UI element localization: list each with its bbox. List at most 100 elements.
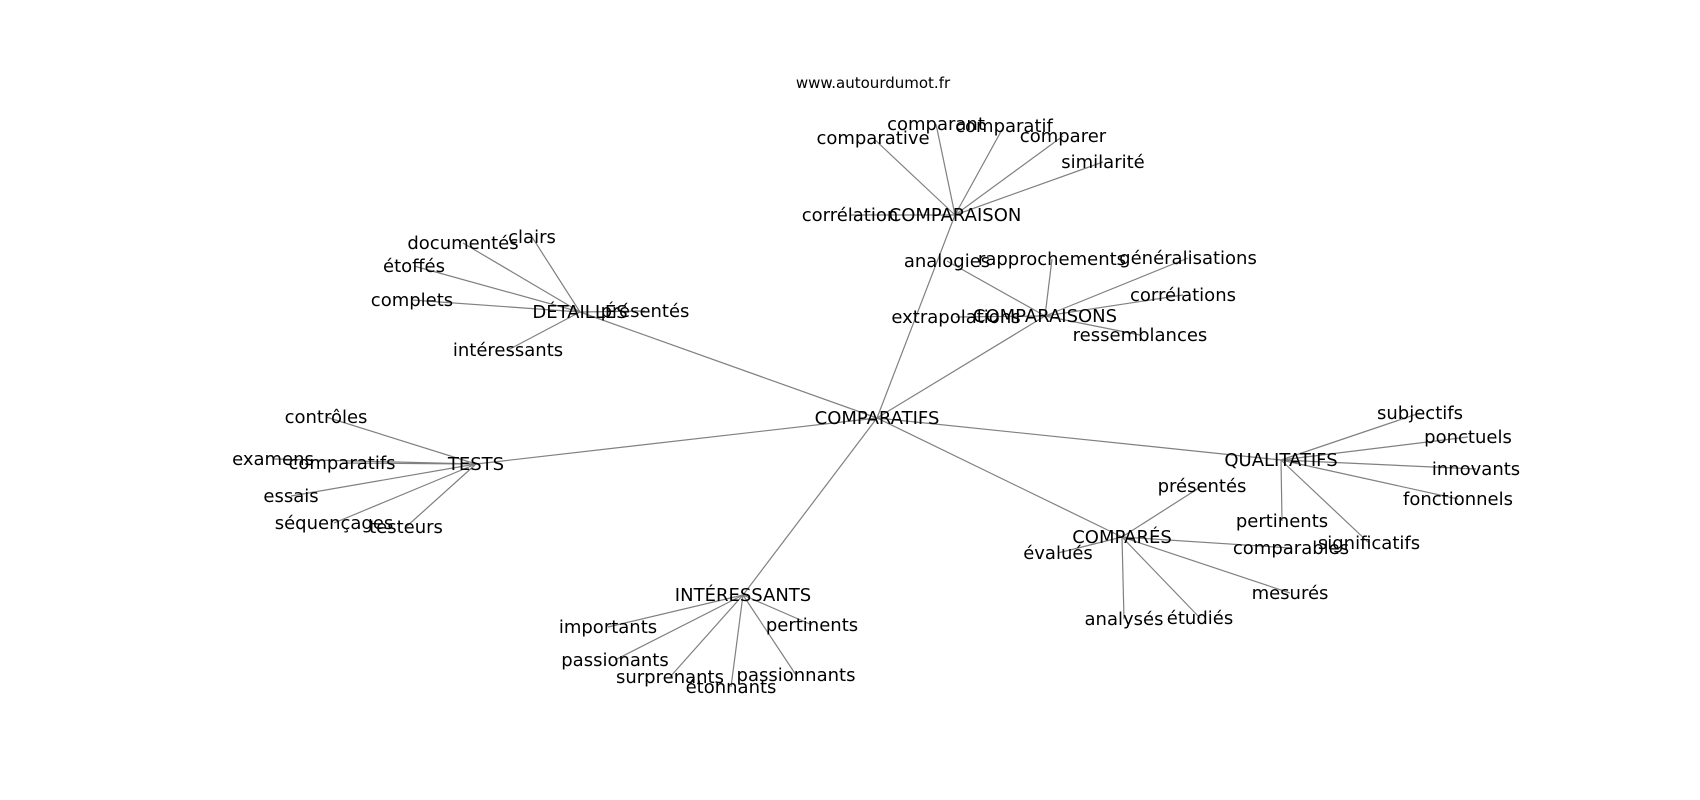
hub-node-details: DÉTAILLÉS: [532, 301, 627, 323]
word-node-fonctionnels: fonctionnels: [1403, 489, 1513, 510]
word-node-correlation: corrélation: [802, 205, 899, 226]
edge-interessants-pertinents_i: [742, 594, 813, 626]
edge-interessants-importants: [607, 594, 744, 628]
word-node-interessants_d: intéressants: [453, 340, 563, 361]
word-node-comparables: comparables: [1233, 538, 1349, 559]
word-node-etonnants: étonnants: [686, 677, 777, 698]
edge-compares-presentes_c: [1121, 485, 1203, 538]
word-node-testeurs: testeurs: [369, 517, 443, 538]
word-node-rapprochements: rapprochements: [978, 249, 1126, 270]
hub-node-comparaisons: COMPARAISONS: [973, 306, 1117, 327]
word-node-controles: contrôles: [285, 407, 368, 428]
edge-comparatifs-comparaison: [876, 214, 956, 419]
edge-compares-evalues: [1057, 536, 1123, 554]
edge-qualitatifs-subjectifs: [1280, 412, 1421, 461]
hub-node-interessants: INTÉRESSANTS: [675, 584, 811, 606]
word-node-passionnants: passionnants: [737, 665, 856, 686]
edge-tests-testeurs: [405, 463, 477, 528]
word-node-analogies: analogies: [904, 251, 990, 272]
edge-tests-controles: [325, 416, 477, 465]
word-node-ponctuels: ponctuels: [1424, 427, 1512, 448]
word-node-analyses: analysés: [1085, 609, 1164, 630]
edge-comparatifs-compares: [876, 417, 1123, 538]
word-node-similarite: similarité: [1061, 152, 1144, 173]
edge-compares-analyses: [1121, 536, 1125, 620]
word-node-complets: complets: [371, 290, 453, 311]
hub-node-comparatifs: COMPARATIFS: [815, 408, 940, 429]
edge-details-interessants_d: [507, 311, 581, 351]
hub-node-tests: TESTS: [447, 454, 504, 475]
edge-comparaison-comparative: [872, 137, 956, 216]
word-node-sequencages: séquençages: [275, 513, 394, 534]
word-node-subjectifs: subjectifs: [1377, 403, 1463, 424]
hub-node-comparaison: COMPARAISON: [889, 205, 1022, 226]
edge-comparaisons-rapprochements: [1044, 258, 1053, 317]
word-node-ressemblances: ressemblances: [1073, 325, 1208, 346]
word-node-mesures: mesurés: [1252, 583, 1329, 604]
word-node-comparative: comparative: [816, 128, 929, 149]
edge-comparatifs-details: [579, 311, 878, 419]
word-node-importants: importants: [559, 617, 657, 638]
edge-details-complets: [411, 299, 581, 313]
edge-qualitatifs-ponctuels: [1280, 436, 1469, 461]
edge-qualitatifs-significatifs: [1280, 459, 1370, 544]
edge-comparaison-comparatif: [954, 125, 1005, 216]
edge-comparaisons-extrapolations: [955, 315, 1046, 318]
word-node-comparer: comparer: [1020, 126, 1107, 147]
word-node-documentes: documentés: [407, 233, 518, 254]
edge-comparatifs-interessants: [742, 417, 878, 596]
hub-node-qualitatifs: QUALITATIFS: [1224, 450, 1337, 471]
hub-node-compares: COMPARÉS: [1072, 526, 1172, 548]
word-node-comparant: comparant: [887, 114, 985, 135]
edge-interessants-passionnants: [742, 594, 797, 676]
word-node-essais: essais: [263, 486, 318, 507]
edge-qualitatifs-fonctionnels: [1280, 459, 1459, 500]
edge-qualitatifs-pertinents_q: [1280, 459, 1283, 522]
word-node-presentes_d: présentés: [601, 301, 690, 322]
word-node-etudies: étudiés: [1167, 608, 1233, 629]
edge-details-documentes: [462, 242, 581, 313]
label-layer: COMPARATIFS COMPARAISON COMPARAISONS DÉTAIL…: [232, 114, 1520, 698]
edge-comparatifs-tests: [475, 417, 878, 465]
edge-interessants-passionants: [614, 594, 744, 661]
word-node-comparatif: comparatif: [955, 116, 1053, 137]
word-node-significatifs: significatifs: [1318, 533, 1420, 554]
edge-details-presentes_d: [579, 310, 646, 313]
word-node-presentes_c: présentés: [1158, 476, 1247, 497]
word-node-examens: examens: [232, 449, 314, 470]
edge-compares-etudies: [1121, 536, 1201, 619]
edge-comparaisons-generalisations: [1044, 257, 1189, 317]
edge-qualitatifs-innovants: [1280, 459, 1477, 470]
word-node-pertinents_i: pertinents: [766, 615, 858, 636]
edge-comparatifs-qualitatifs: [876, 417, 1282, 461]
edge-comparaison-similarite: [954, 161, 1104, 216]
word-node-innovants: innovants: [1432, 459, 1520, 480]
word-node-generalisations: généralisations: [1119, 248, 1257, 269]
edge-tests-sequencages: [333, 463, 477, 524]
word-node-surprenants: surprenants: [616, 667, 724, 688]
edge-details-clairs: [531, 236, 581, 313]
edge-comparaison-comparer: [954, 135, 1064, 216]
edge-layer: [272, 123, 1477, 688]
watermark: www.autourdumot.fr: [796, 74, 951, 92]
edge-tests-comparatifs_t: [341, 462, 477, 465]
word-node-comparatifs_t: comparatifs: [288, 453, 395, 474]
edge-comparaisons-correlations: [1044, 294, 1184, 317]
edge-interessants-surprenants: [669, 594, 744, 678]
edge-comparaison-comparant: [935, 123, 956, 216]
word-node-evalues: évalués: [1023, 543, 1093, 564]
edge-interessants-etonnants: [730, 594, 744, 688]
word-node-etoffes: étoffés: [383, 256, 445, 277]
word-node-extrapolations: extrapolations: [891, 307, 1020, 328]
edge-details-etoffes: [413, 265, 581, 313]
edge-compares-comparables: [1121, 536, 1292, 549]
edge-compares-mesures: [1121, 536, 1291, 594]
edge-tests-essais: [290, 463, 477, 497]
word-node-correlations: corrélations: [1130, 285, 1236, 306]
word-node-pertinents_q: pertinents: [1236, 511, 1328, 532]
word-node-passionants: passionants: [561, 650, 669, 671]
edge-comparaisons-ressemblances: [1044, 315, 1141, 336]
word-node-clairs: clairs: [508, 227, 556, 248]
edge-comparaisons-analogies: [946, 260, 1046, 317]
